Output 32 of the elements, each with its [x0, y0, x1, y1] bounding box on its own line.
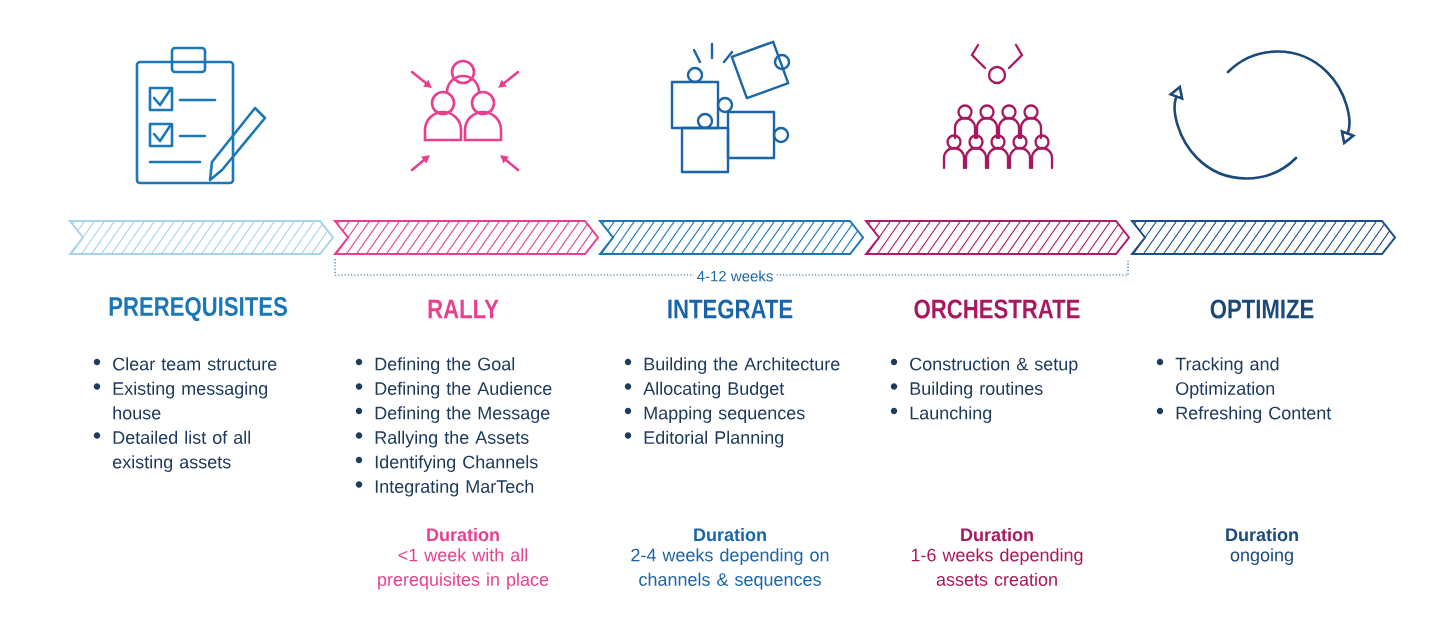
- bullet-item: Integrating MarTech: [355, 479, 534, 497]
- bullet-item: Refreshing Content: [1156, 406, 1332, 423]
- bullet-item: Rallying the Assets: [355, 430, 529, 448]
- bullet-item: Identifying Channels: [355, 455, 538, 472]
- bullet-item: Building routines: [890, 381, 1043, 399]
- bullet-item: Launching: [890, 406, 992, 423]
- phase-heading: OPTIMIZE: [1210, 299, 1314, 319]
- duration-heading: Duration: [694, 527, 766, 542]
- duration-heading: Duration: [1226, 527, 1298, 542]
- bullet-item: Allocating Budget: [624, 381, 785, 399]
- duration-heading: Duration: [961, 527, 1033, 542]
- duration-text: ongoing: [1230, 548, 1293, 565]
- bullet-item: Editorial Planning: [624, 430, 784, 448]
- duration-text: <1 week with all prerequisites in place: [378, 548, 549, 590]
- bullet-item: Defining the Audience: [355, 381, 552, 399]
- bullet-item: Mapping sequences: [624, 406, 805, 423]
- bullet-item: Clear team structure: [93, 357, 277, 371]
- phase-heading: PREREQUISITES: [109, 296, 287, 322]
- bullet-item: Tracking and Optimization: [1156, 357, 1279, 399]
- phase-heading: INTEGRATE: [668, 299, 793, 319]
- phase-heading: ORCHESTRATE: [914, 299, 1080, 319]
- bullet-item: Building the Architecture: [624, 357, 840, 374]
- bullet-item: Construction & setup: [890, 357, 1078, 374]
- phase-heading: RALLY: [428, 299, 499, 319]
- bullet-item: Defining the Message: [355, 406, 550, 423]
- bullet-item: Defining the Goal: [355, 357, 515, 374]
- duration-heading: Duration: [427, 527, 499, 542]
- duration-text: 1-6 weeks depending assets creation: [911, 548, 1083, 586]
- bullet-item: Detailed list of all existing assets: [93, 430, 250, 472]
- bullet-item: Existing messaging house: [93, 381, 268, 420]
- duration-text: 2-4 weeks depending on channels & sequences: [631, 548, 829, 590]
- duration-label: 4-12 weeks: [693, 267, 777, 285]
